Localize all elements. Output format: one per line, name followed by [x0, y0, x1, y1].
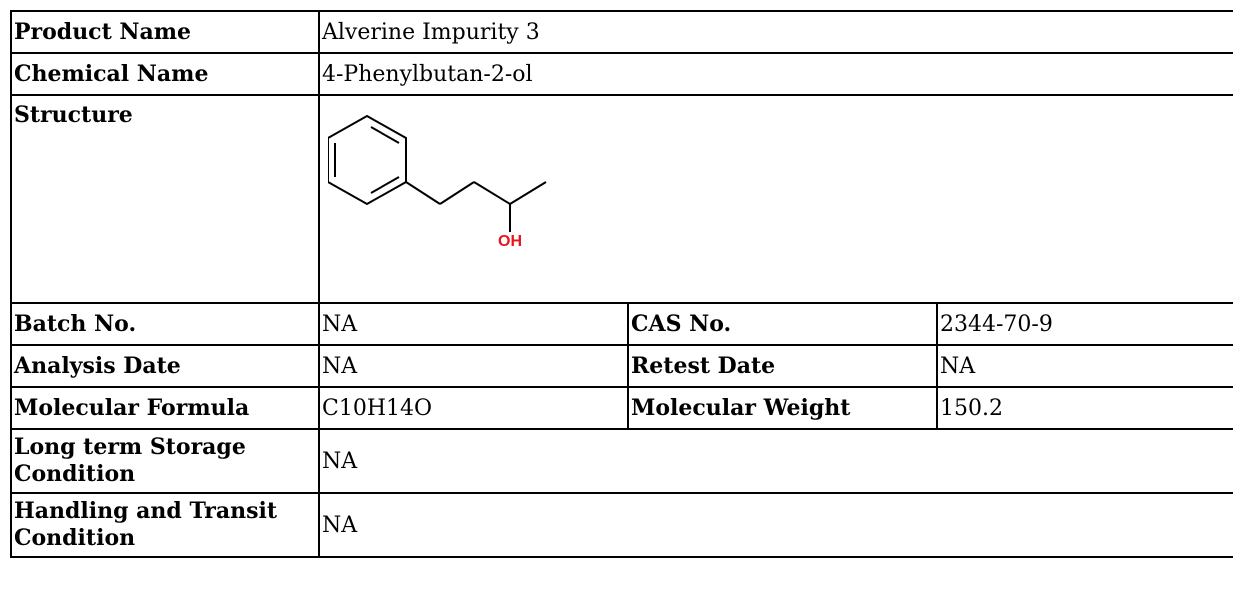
structure-label: Structure — [10, 94, 320, 304]
hydroxyl-group-label: OH — [498, 233, 522, 246]
storage-condition-value: NA — [317, 428, 1233, 494]
row-analysis-retest: Analysis Date NA Retest Date NA — [10, 344, 1233, 388]
analysis-date-label: Analysis Date — [10, 344, 320, 388]
product-name-value: Alverine Impurity 3 — [317, 10, 1233, 54]
product-spec-table: Product Name Alverine Impurity 3 Chemica… — [10, 10, 1233, 558]
row-formula-weight: Molecular Formula C10H14O Molecular Weig… — [10, 386, 1233, 430]
molecular-weight-value: 150.2 — [935, 386, 1233, 430]
row-chemical-name: Chemical Name 4-Phenylbutan-2-ol — [10, 52, 1233, 96]
chemical-name-value: 4-Phenylbutan-2-ol — [317, 52, 1233, 96]
retest-date-value: NA — [935, 344, 1233, 388]
product-spec-sheet: Product Name Alverine Impurity 3 Chemica… — [10, 10, 1233, 558]
handling-condition-value: NA — [317, 492, 1233, 558]
structure-cell: OH — [317, 94, 1233, 304]
chemical-structure-diagram: OH — [328, 114, 547, 246]
row-batch-cas: Batch No. NA CAS No. 2344-70-9 — [10, 302, 1233, 346]
benzene-ring — [328, 114, 407, 206]
row-product-name: Product Name Alverine Impurity 3 — [10, 10, 1233, 54]
handling-condition-label: Handling and Transit Condition — [10, 492, 320, 558]
row-storage-condition: Long term Storage Condition NA — [10, 428, 1233, 494]
alkyl-chain — [405, 181, 547, 232]
row-structure: Structure — [10, 94, 1233, 304]
molecular-formula-label: Molecular Formula — [10, 386, 320, 430]
cas-no-value: 2344-70-9 — [935, 302, 1233, 346]
chemical-name-label: Chemical Name — [10, 52, 320, 96]
molecular-formula-value: C10H14O — [318, 386, 629, 430]
molecular-weight-label: Molecular Weight — [627, 386, 938, 430]
retest-date-label: Retest Date — [627, 344, 938, 388]
batch-no-label: Batch No. — [10, 302, 320, 346]
product-name-label: Product Name — [10, 10, 320, 54]
cas-no-label: CAS No. — [627, 302, 938, 346]
batch-no-value: NA — [318, 302, 629, 346]
storage-condition-label: Long term Storage Condition — [10, 428, 320, 494]
row-handling-condition: Handling and Transit Condition NA — [10, 492, 1233, 558]
analysis-date-value: NA — [318, 344, 629, 388]
